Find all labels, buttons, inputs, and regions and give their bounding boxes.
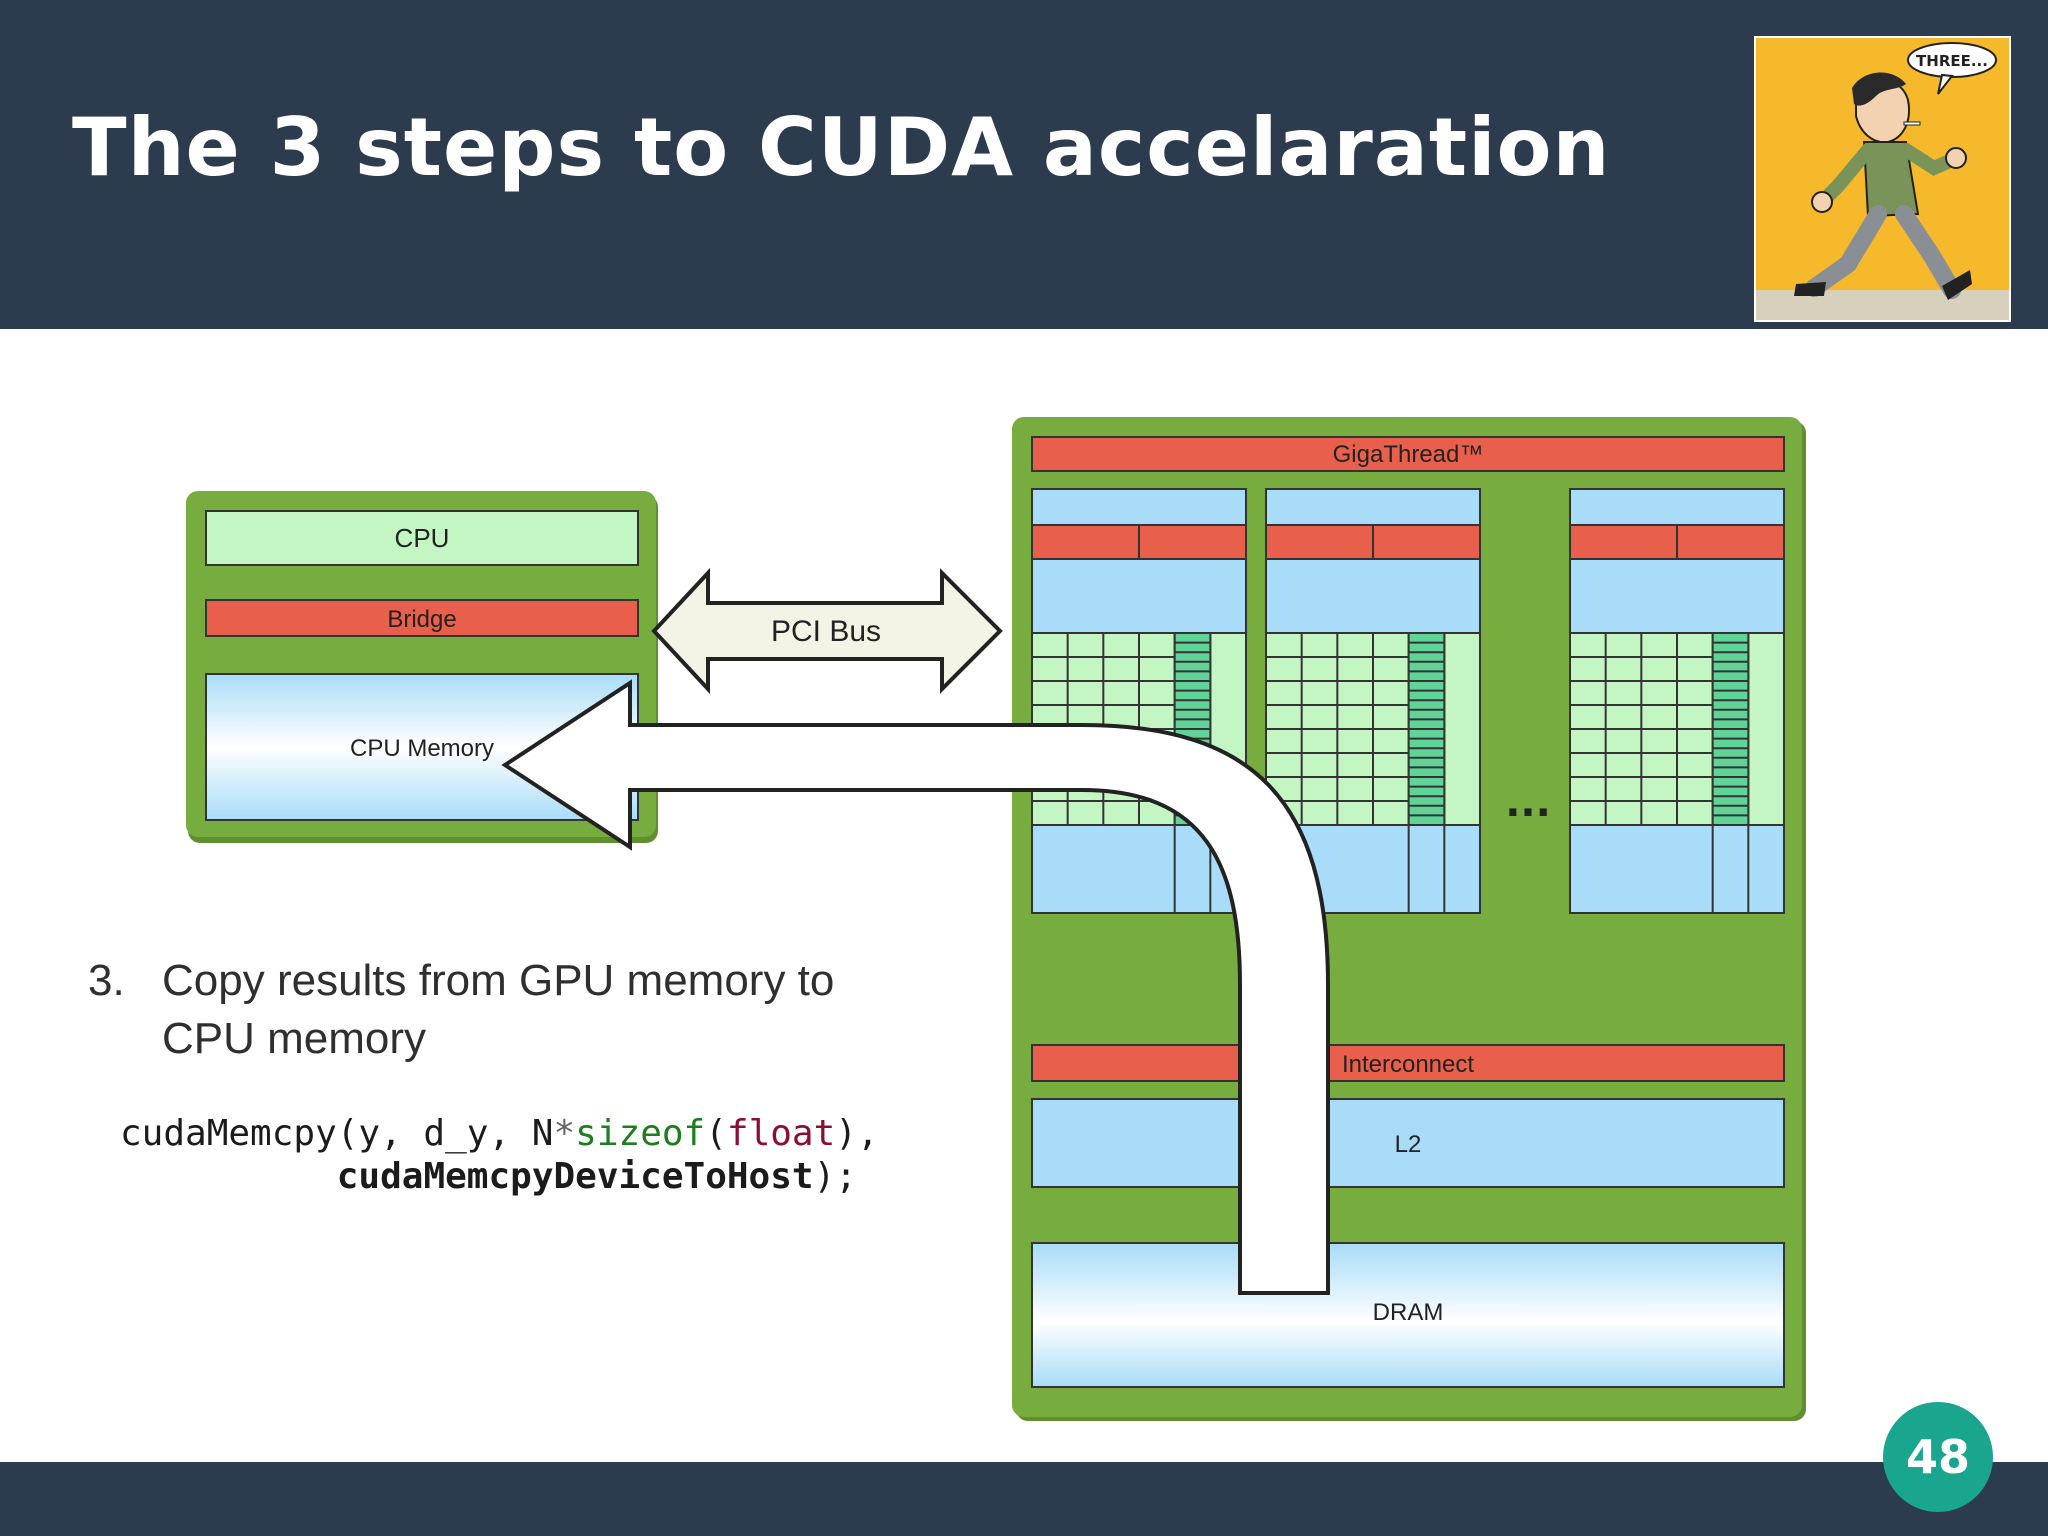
cpu-block <box>205 510 639 566</box>
cpu-label: CPU <box>395 523 450 553</box>
bridge-block <box>205 599 639 637</box>
sm-dispatch <box>1676 524 1785 560</box>
l2-block <box>1031 1098 1785 1188</box>
slide-footer <box>0 1462 2048 1536</box>
bridge-label: Bridge <box>387 606 456 633</box>
code-type: float <box>726 1113 836 1154</box>
cpu-gpu-diagram: CPU Bridge CPU Memory GigaThread™ ... In… <box>0 329 2048 1462</box>
page-number-badge: 48 <box>1883 1402 1993 1512</box>
walking-man-icon: THREE... <box>1756 38 2009 320</box>
sm-scheduler <box>1265 524 1374 560</box>
pci-bus-label: PCI Bus <box>771 615 881 648</box>
slide-header: The 3 steps to CUDA accelaration THREE..… <box>0 0 2048 329</box>
code-line-2: cudaMemcpyDeviceToHost); <box>120 1155 879 1198</box>
code-token: ( <box>705 1113 727 1154</box>
step-number: 3. <box>88 956 125 1005</box>
sm-dispatch <box>1372 524 1481 560</box>
code-keyword: sizeof <box>575 1113 706 1154</box>
comic-caption: THREE... <box>1916 52 1988 70</box>
diagram-canvas: CPU Bridge CPU Memory GigaThread™ ... In… <box>186 417 1806 1421</box>
step-text-line-1: Copy results from GPU memory to <box>162 956 835 1005</box>
sm-columns <box>1031 488 1785 914</box>
comic-illustration: THREE... <box>1754 36 2011 322</box>
code-line-1: cudaMemcpy(y, d_y, N*sizeof(float), <box>120 1112 879 1155</box>
cpu-memory-label: CPU Memory <box>350 735 494 762</box>
interconnect-block <box>1031 1044 1785 1082</box>
step-text: Copy results from GPU memory to CPU memo… <box>162 952 942 1068</box>
code-token: ); <box>813 1156 857 1197</box>
dram-block <box>1031 1242 1785 1388</box>
sm-dispatch <box>1138 524 1247 560</box>
code-token: cudaMemcpy(y, d_y, N <box>120 1113 554 1154</box>
code-token: ), <box>835 1113 879 1154</box>
pci-bus-arrow: PCI Bus <box>651 567 1003 695</box>
gigathread-label: GigaThread™ <box>1333 441 1484 468</box>
sm-scheduler <box>1569 524 1678 560</box>
l2-label: L2 <box>1395 1131 1422 1158</box>
code-indent <box>120 1156 337 1197</box>
code-snippet: cudaMemcpy(y, d_y, N*sizeof(float), cuda… <box>120 1112 879 1198</box>
gpu-box: GigaThread™ ... Interconnect L2 DRAM <box>1012 417 1806 1421</box>
code-operator: * <box>553 1113 576 1154</box>
gigathread-block <box>1031 436 1785 472</box>
slide-title: The 3 steps to CUDA accelaration <box>72 101 1611 194</box>
sm-scheduler <box>1031 524 1140 560</box>
sm-ellipsis: ... <box>1505 780 1551 826</box>
code-constant: cudaMemcpyDeviceToHost <box>336 1156 814 1197</box>
copy-transfer-arrow <box>501 679 1330 1295</box>
interconnect-label: Interconnect <box>1342 1051 1474 1078</box>
dram-label: DRAM <box>1373 1299 1444 1326</box>
host-box: CPU Bridge CPU Memory <box>186 491 658 843</box>
step-text-line-2: CPU memory <box>162 1014 427 1063</box>
